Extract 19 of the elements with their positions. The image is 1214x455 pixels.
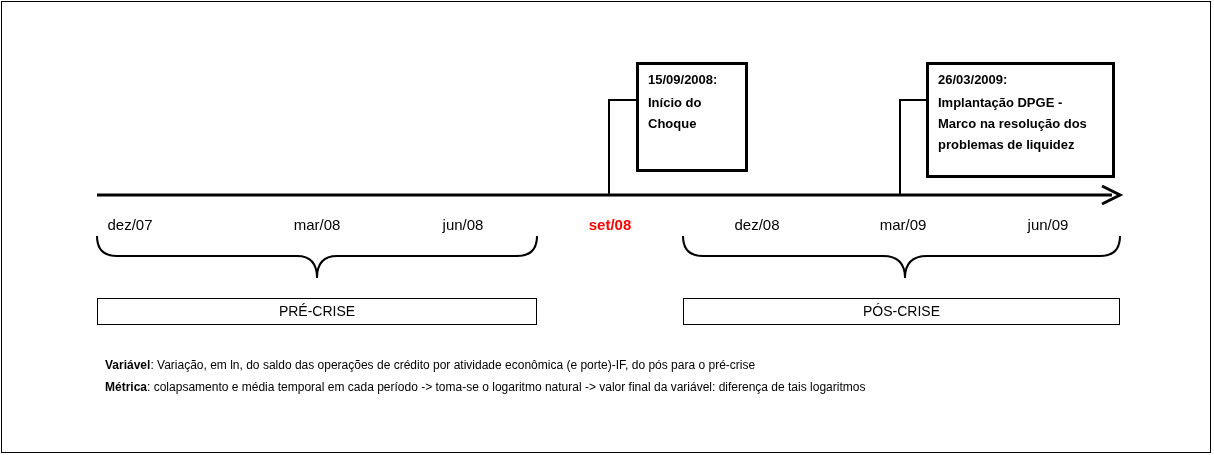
- event-date: 26/03/2009:: [938, 71, 1009, 89]
- leader-line: [608, 99, 637, 196]
- event-box: [636, 62, 748, 172]
- tick-label: jun/08: [441, 215, 485, 235]
- event-date: 15/09/2008:: [648, 71, 719, 89]
- note-text: Métrica: colapsamento e média temporal em cada período -> toma-se o logaritmo natural -> valor final da variável: diferença de tais logaritmos: [105, 379, 867, 396]
- tick-label: mar/09: [878, 215, 928, 235]
- event-description: Implantação DPGE - Marco na resolução dos problemas de liquidez: [938, 94, 1088, 154]
- tick-label: jun/09: [1026, 215, 1070, 235]
- period-box: PRÉ-CRISE: [97, 298, 537, 325]
- tick-label: set/08: [587, 215, 633, 235]
- note-text: Variável: Variação, em ln, do saldo das operações de crédito por atividade econômica (e porte)-IF, do pós para o pré-crise: [105, 357, 757, 374]
- tick-label: dez/08: [733, 215, 781, 235]
- event-description: Início do Choque: [648, 94, 703, 133]
- leader-line: [899, 99, 927, 196]
- period-box: PÓS-CRISE: [683, 298, 1120, 325]
- tick-label: mar/08: [292, 215, 342, 235]
- tick-label: dez/07: [106, 215, 154, 235]
- event-box: [926, 62, 1115, 178]
